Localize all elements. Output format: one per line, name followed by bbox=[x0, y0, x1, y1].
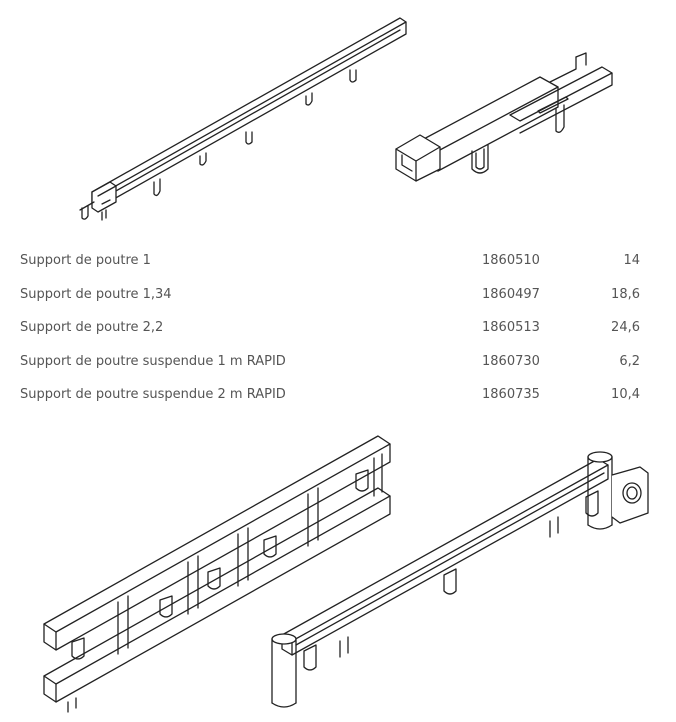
part-code: 1860497 bbox=[482, 286, 540, 302]
table-row: Support de poutre 1,34 1860497 18,6 bbox=[20, 278, 660, 312]
part-weight: 24,6 bbox=[611, 320, 640, 335]
table-row: Support de poutre suspendue 1 m RAPID 18… bbox=[20, 345, 660, 379]
part-weight: 10,4 bbox=[611, 387, 640, 402]
part-name: Support de poutre suspendue 2 m RAPID bbox=[20, 387, 286, 402]
suspended-beam-support-drawing bbox=[268, 445, 658, 715]
double-rail-beam-support-drawing bbox=[38, 430, 398, 715]
part-weight: 18,6 bbox=[611, 286, 640, 302]
part-code: 1860730 bbox=[482, 353, 540, 369]
telescopic-beam-support-drawing bbox=[390, 45, 620, 185]
part-code: 1860510 bbox=[482, 253, 540, 268]
part-weight: 14 bbox=[623, 253, 640, 268]
part-name: Support de poutre 1,34 bbox=[20, 286, 172, 302]
part-name: Support de poutre 1 bbox=[20, 253, 151, 268]
long-beam-support-drawing bbox=[70, 10, 415, 225]
parts-table: Support de poutre 1 1860510 14 Support d… bbox=[20, 244, 660, 412]
part-code: 1860513 bbox=[482, 320, 540, 335]
part-name: Support de poutre 2,2 bbox=[20, 320, 164, 335]
part-name: Support de poutre suspendue 1 m RAPID bbox=[20, 353, 286, 369]
table-row: Support de poutre suspendue 2 m RAPID 18… bbox=[20, 378, 660, 412]
part-code: 1860735 bbox=[482, 387, 540, 402]
part-weight: 6,2 bbox=[619, 353, 640, 369]
table-row: Support de poutre 2,2 1860513 24,6 bbox=[20, 311, 660, 345]
table-row: Support de poutre 1 1860510 14 bbox=[20, 244, 660, 278]
